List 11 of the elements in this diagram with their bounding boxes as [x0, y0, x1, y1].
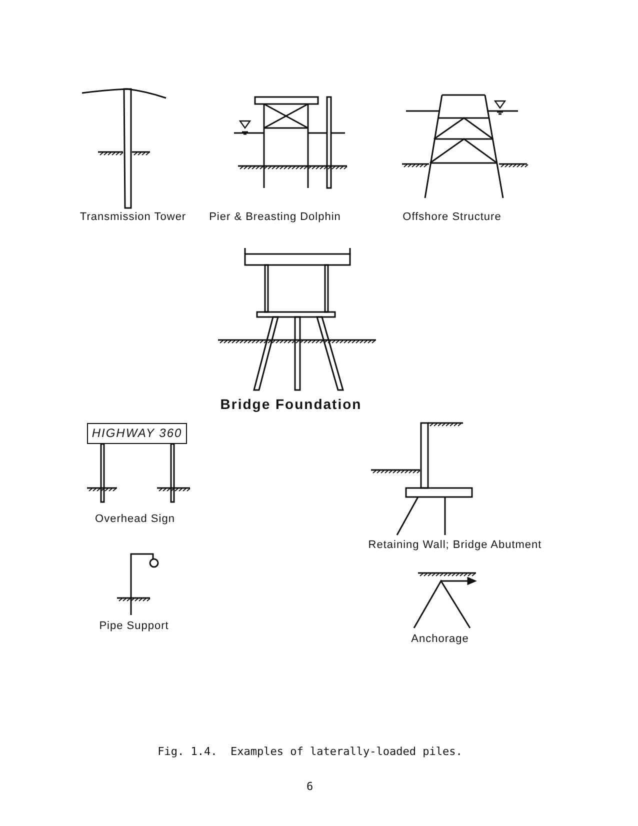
road-sign: HIGHWAY 360 — [87, 423, 187, 444]
drawing-caption: Overhead Sign — [95, 513, 175, 525]
drawing-caption: Offshore Structure — [402, 211, 502, 223]
drawing-caption: Pipe Support — [99, 620, 169, 632]
drawing-caption: Retaining Wall; Bridge Abutment — [368, 539, 542, 551]
figure-caption: Fig. 1.4. Examples of laterally-loaded piles. — [158, 745, 462, 758]
drawing-caption: Transmission Tower — [80, 211, 186, 223]
page-number: 6 — [306, 780, 314, 793]
drawing-caption: Anchorage — [411, 633, 469, 645]
drawing-caption: Bridge Foundation — [220, 396, 362, 412]
drawing-caption: Pier & Breasting Dolphin — [209, 211, 341, 223]
